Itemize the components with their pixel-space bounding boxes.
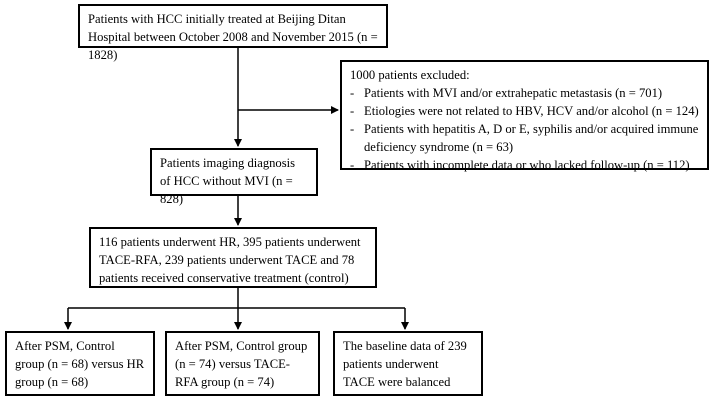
excluded-item: Patients with incomplete data or who lac… [350, 156, 699, 174]
initial-patients-text: Patients with HCC initially treated at B… [88, 12, 378, 62]
excluded-title: 1000 patients excluded: [350, 68, 470, 82]
treatments-text: 116 patients underwent HR, 395 patients … [99, 235, 361, 285]
treatments-box: 116 patients underwent HR, 395 patients … [89, 227, 377, 288]
excluded-item: Patients with hepatitis A, D or E, syphi… [350, 120, 699, 156]
psm-tace-rfa-text: After PSM, Control group (n = 74) versus… [175, 339, 308, 389]
excluded-list: Patients with MVI and/or extrahepatic me… [350, 84, 699, 174]
tace-balanced-box: The baseline data of 239 patients underw… [333, 331, 483, 396]
psm-tace-rfa-box: After PSM, Control group (n = 74) versus… [165, 331, 320, 396]
imaging-diagnosis-box: Patients imaging diagnosis of HCC withou… [150, 148, 318, 206]
excluded-item: Patients with MVI and/or extrahepatic me… [350, 84, 699, 102]
tace-balanced-text: The baseline data of 239 patients underw… [343, 339, 467, 389]
initial-patients-box: Patients with HCC initially treated at B… [78, 4, 388, 62]
excluded-box: 1000 patients excluded: Patients with MV… [340, 60, 709, 174]
excluded-item: Etiologies were not related to HBV, HCV … [350, 102, 699, 120]
psm-hr-box: After PSM, Control group (n = 68) versus… [5, 331, 155, 396]
psm-hr-text: After PSM, Control group (n = 68) versus… [15, 339, 145, 389]
imaging-diagnosis-text: Patients imaging diagnosis of HCC withou… [160, 156, 296, 206]
